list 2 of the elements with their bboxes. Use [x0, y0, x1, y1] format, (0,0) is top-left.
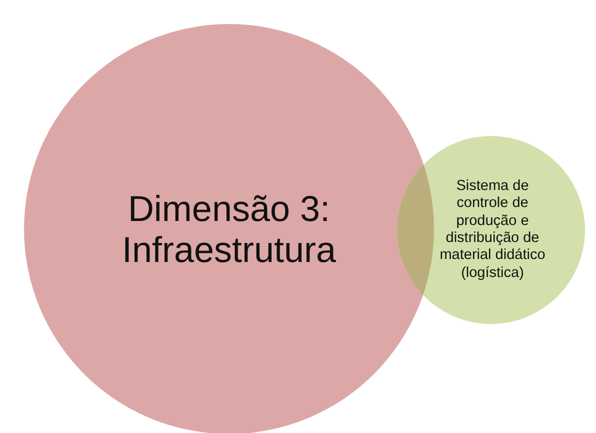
circle-text: Sistema de controle de produção e distribuição de material didático (logística) [438, 178, 546, 282]
circle-heading: Dimensão 3: Infraestrutura [120, 188, 338, 270]
